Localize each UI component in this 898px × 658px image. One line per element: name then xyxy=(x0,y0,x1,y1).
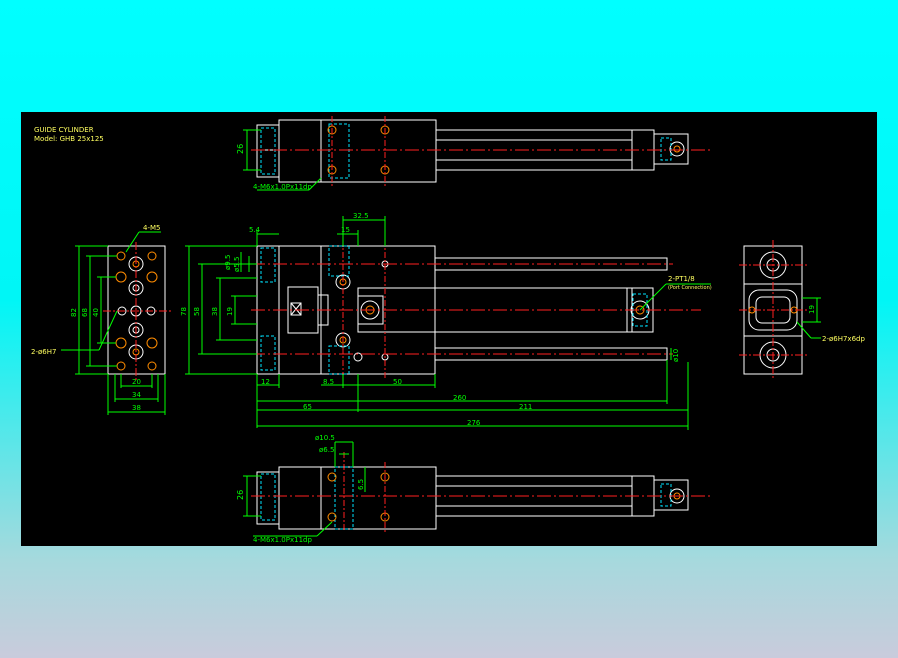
label-right-pins: 2-ø6H7x6dp xyxy=(822,335,865,343)
dim-bot-26: 26 xyxy=(236,490,245,500)
dim-front-260: 260 xyxy=(453,394,466,402)
top-view xyxy=(243,116,711,191)
dim-bot-d105: ø10.5 xyxy=(315,434,335,442)
drawing-model: Model: GHB 25x125 xyxy=(34,135,104,143)
hole-note-top: 4-M6x1.0Px11dp xyxy=(253,183,312,191)
dim-end-20: 20 xyxy=(132,378,141,386)
bottom-view xyxy=(243,441,711,537)
right-view xyxy=(739,240,821,380)
dim-end-40: 40 xyxy=(92,308,100,317)
dim-bot-d65: ø6.5 xyxy=(319,446,334,454)
dim-front-50: 50 xyxy=(393,378,402,386)
dim-front-85: 8.5 xyxy=(323,378,334,386)
dim-front-19: 19 xyxy=(226,307,234,316)
dim-front-58: 58 xyxy=(193,307,201,316)
dim-front-276: 276 xyxy=(467,419,481,427)
label-end-holes: 4-M5 xyxy=(143,224,160,232)
dim-end-38: 38 xyxy=(132,404,141,412)
dim-front-d10: ø10 xyxy=(672,349,680,362)
dim-front-65: 65 xyxy=(303,403,312,411)
dim-front-12: 12 xyxy=(261,378,270,386)
dim-bot-65: 6.5 xyxy=(357,479,365,490)
dim-right-19: 19 xyxy=(808,305,816,314)
dim-front-d55: ø5.5 xyxy=(233,257,241,272)
dim-front-d95: ø9.5 xyxy=(224,255,232,270)
label-port-sub: (Port Connection) xyxy=(668,285,712,291)
dim-front-78: 78 xyxy=(180,307,188,316)
hole-note-bottom: 4-M6x1.0Px11dp xyxy=(253,536,312,544)
dim-front-211: 211 xyxy=(519,403,532,411)
drawing-title: GUIDE CYLINDER xyxy=(34,126,94,134)
label-port: 2-PT1/8 xyxy=(668,275,695,283)
dim-end-68: 68 xyxy=(81,308,89,317)
dim-front-325: 32.5 xyxy=(353,212,369,220)
end-view xyxy=(61,231,171,415)
dim-end-82: 82 xyxy=(70,308,78,317)
label-end-pins: 2-ø6H7 xyxy=(31,348,56,356)
dim-top-26: 26 xyxy=(236,144,245,154)
cad-drawing-canvas: GUIDE CYLINDER Model: GHB 25x125 xyxy=(21,112,877,546)
dim-front-54: 5.4 xyxy=(249,226,261,234)
dim-front-38: 38 xyxy=(211,307,219,316)
cad-drawing: GUIDE CYLINDER Model: GHB 25x125 xyxy=(31,116,865,544)
front-view xyxy=(185,216,711,430)
dim-end-34: 34 xyxy=(132,391,141,399)
dim-front-15: 15 xyxy=(341,226,350,234)
